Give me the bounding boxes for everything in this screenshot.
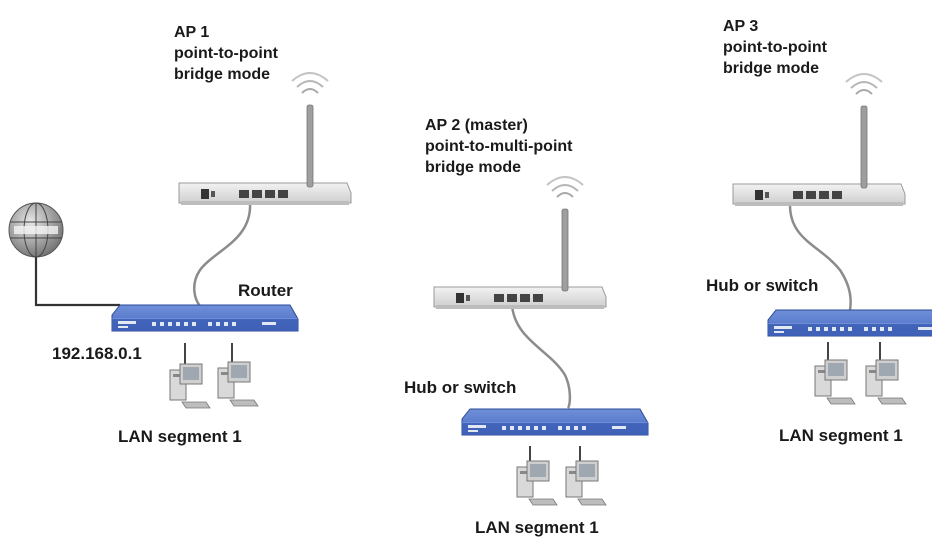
ap3-submode: bridge mode xyxy=(723,60,820,77)
router-ip: 192.168.0.1 xyxy=(52,344,142,363)
ap1-title: AP 1 xyxy=(174,24,210,41)
computer-icon xyxy=(169,363,211,409)
switch-icon xyxy=(461,408,649,436)
globe-icon xyxy=(8,202,64,258)
computer-icon xyxy=(217,361,259,407)
cable-ap2-hub xyxy=(510,304,572,409)
access-point-icon xyxy=(732,73,906,207)
ap2-label: AP 2 (master) point-to-multi-point bridg… xyxy=(425,115,573,178)
ap1-submode: bridge mode xyxy=(174,66,271,83)
ap3-mode: point-to-point xyxy=(723,39,827,56)
access-point-icon xyxy=(433,176,607,310)
cables xyxy=(193,202,852,409)
router-label: Router xyxy=(238,281,293,300)
lan-segment-right: LAN segment 1 xyxy=(779,426,903,445)
switch-icon xyxy=(767,309,932,337)
ap3-label: AP 3 point-to-point bridge mode xyxy=(723,16,827,79)
cable-ap1-router xyxy=(193,202,252,307)
hub-label-middle: Hub or switch xyxy=(404,378,517,397)
ap1-label: AP 1 point-to-point bridge mode xyxy=(174,22,278,85)
ap2-title: AP 2 (master) xyxy=(425,117,528,134)
ap1-mode: point-to-point xyxy=(174,45,278,62)
computer-icon xyxy=(814,359,856,405)
cable-internet-router xyxy=(34,250,120,307)
ap3-title: AP 3 xyxy=(723,18,759,35)
ap2-mode: point-to-multi-point xyxy=(425,138,573,155)
computer-icon xyxy=(516,460,558,506)
lan-segment-middle: LAN segment 1 xyxy=(475,518,599,537)
computer-icon xyxy=(565,460,607,506)
access-point-icon xyxy=(178,72,352,206)
ap2-submode: bridge mode xyxy=(425,159,522,176)
cable-ap3-hub xyxy=(788,204,852,311)
router-icon xyxy=(111,304,299,332)
computer-icon xyxy=(865,359,907,405)
lan-segment-left: LAN segment 1 xyxy=(118,427,242,446)
pc-cables xyxy=(184,342,881,465)
hub-label-right: Hub or switch xyxy=(706,276,819,295)
